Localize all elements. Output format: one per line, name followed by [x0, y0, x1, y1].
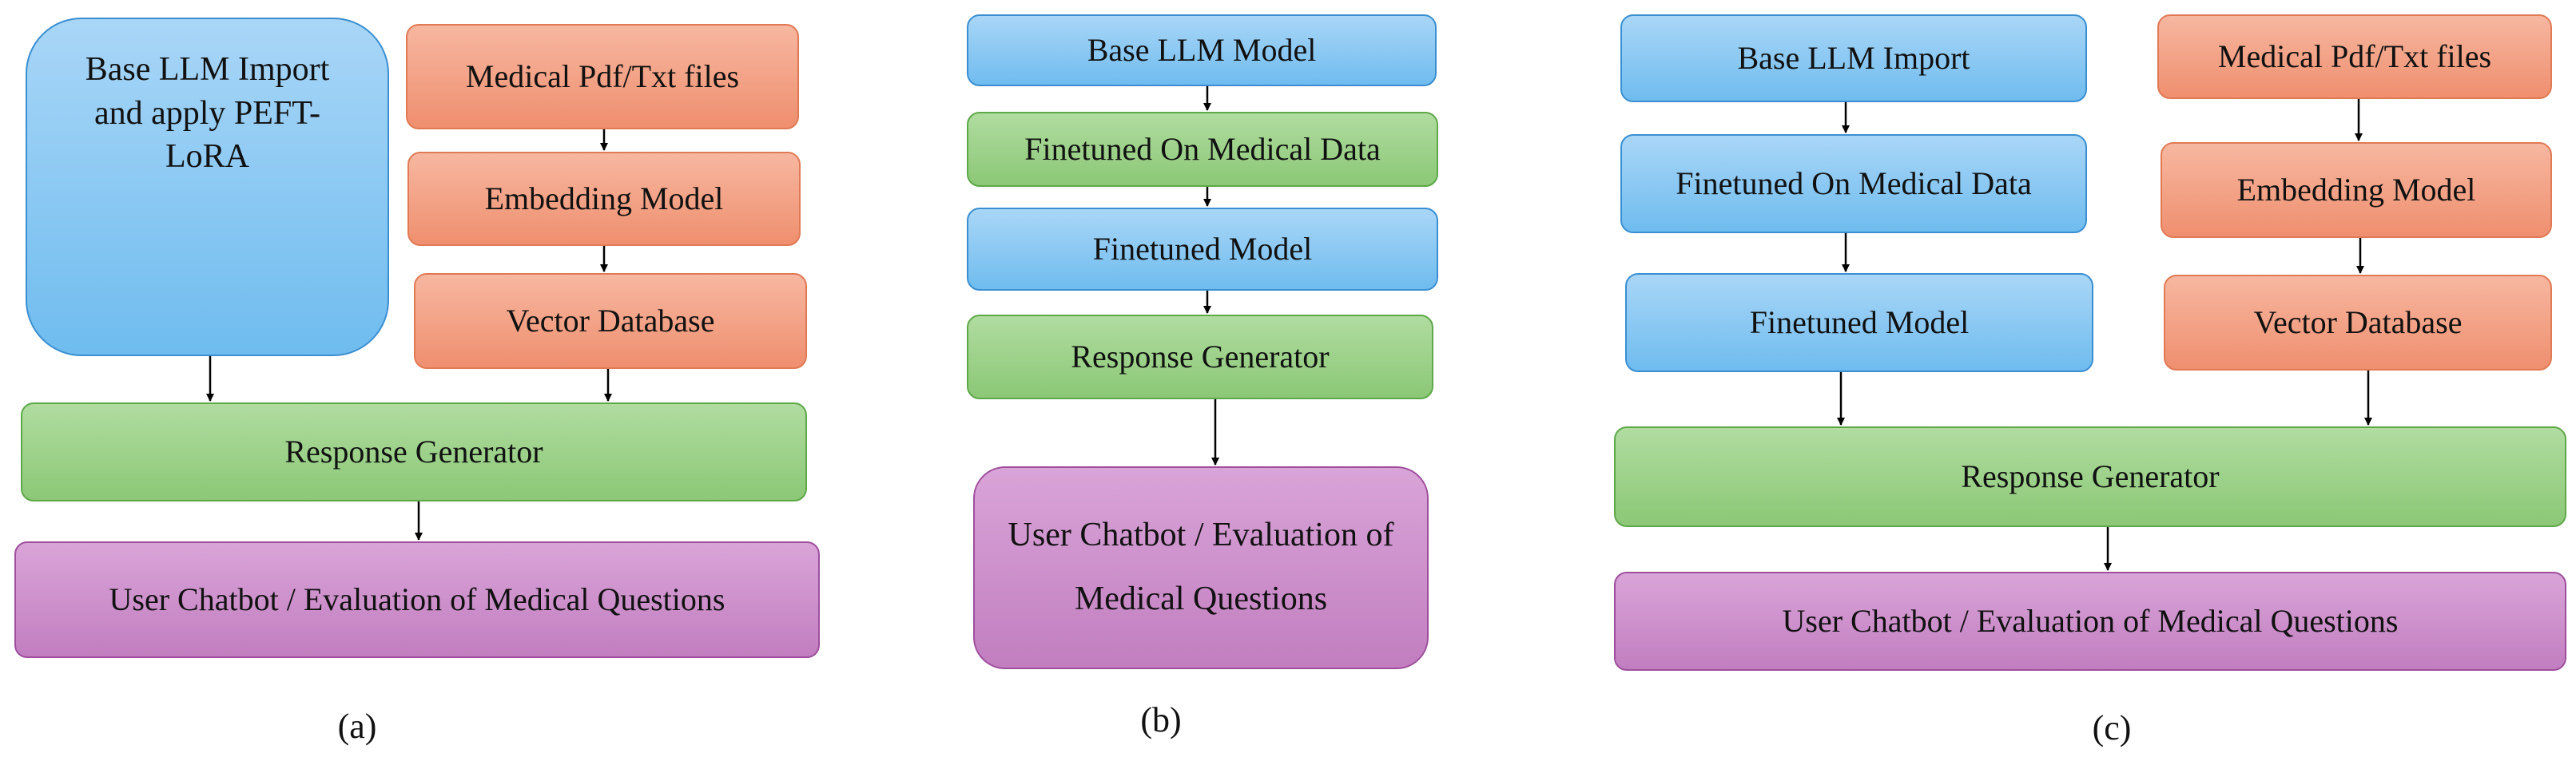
c-response-generator-label: Response Generator [1961, 458, 2220, 494]
c-finetuned-on-data-box: Finetuned On Medical Data [1620, 134, 2087, 233]
c-finetuned-model-box: Finetuned Model [1625, 273, 2093, 372]
a-user-chatbot-label: User Chatbot / Evaluation of Medical Que… [109, 581, 725, 617]
b-response-generator-label: Response Generator [1071, 339, 1330, 375]
a-embedding-model-label: Embedding Model [484, 180, 724, 216]
a-medical-files-box: Medical Pdf/Txt files [406, 24, 799, 129]
b-user-chatbot-box: User Chatbot / Evaluation of Medical Que… [973, 466, 1429, 669]
c-embedding-model-box: Embedding Model [2161, 142, 2552, 238]
c-caption: (c) [2092, 708, 2132, 747]
b-user-chatbot-label: User Chatbot / Evaluation of Medical Que… [1008, 517, 1394, 617]
a-caption: (a) [337, 707, 377, 746]
b-caption: (b) [1140, 700, 1182, 739]
a-response-generator-box: Response Generator [21, 402, 807, 501]
c-vector-database-box: Vector Database [2164, 275, 2552, 371]
c-vector-database-label: Vector Database [2253, 304, 2463, 340]
a-base-llm-label: Base LLM Import and apply PEFT-LoRA [85, 51, 330, 176]
a-vector-database-box: Vector Database [414, 273, 807, 369]
a-vector-database-label: Vector Database [506, 303, 715, 339]
c-base-llm-label: Base LLM Import [1737, 40, 1970, 76]
c-base-llm-box: Base LLM Import [1620, 14, 2087, 102]
a-response-generator-label: Response Generator [284, 434, 543, 470]
b-finetuned-model-box: Finetuned Model [967, 208, 1438, 291]
b-response-generator-box: Response Generator [967, 315, 1433, 399]
c-response-generator-box: Response Generator [1614, 426, 2566, 527]
a-user-chatbot-box: User Chatbot / Evaluation of Medical Que… [14, 541, 820, 658]
c-user-chatbot-box: User Chatbot / Evaluation of Medical Que… [1614, 572, 2566, 671]
a-medical-files-label: Medical Pdf/Txt files [465, 58, 740, 94]
a-embedding-model-box: Embedding Model [407, 152, 801, 246]
c-medical-files-box: Medical Pdf/Txt files [2157, 14, 2552, 99]
b-finetuned-on-data-box: Finetuned On Medical Data [967, 112, 1438, 187]
b-finetuned-on-data-label: Finetuned On Medical Data [1024, 131, 1381, 167]
c-finetuned-on-data-label: Finetuned On Medical Data [1676, 165, 2032, 201]
a-base-llm-box: Base LLM Import and apply PEFT-LoRA [26, 18, 389, 356]
c-embedding-model-label: Embedding Model [2236, 172, 2476, 208]
c-finetuned-model-label: Finetuned Model [1749, 304, 1970, 340]
b-base-llm-box: Base LLM Model [967, 14, 1437, 86]
b-base-llm-label: Base LLM Model [1087, 32, 1317, 68]
b-finetuned-model-label: Finetuned Model [1092, 231, 1313, 267]
c-user-chatbot-label: User Chatbot / Evaluation of Medical Que… [1782, 603, 2399, 639]
c-medical-files-label: Medical Pdf/Txt files [2217, 38, 2492, 74]
